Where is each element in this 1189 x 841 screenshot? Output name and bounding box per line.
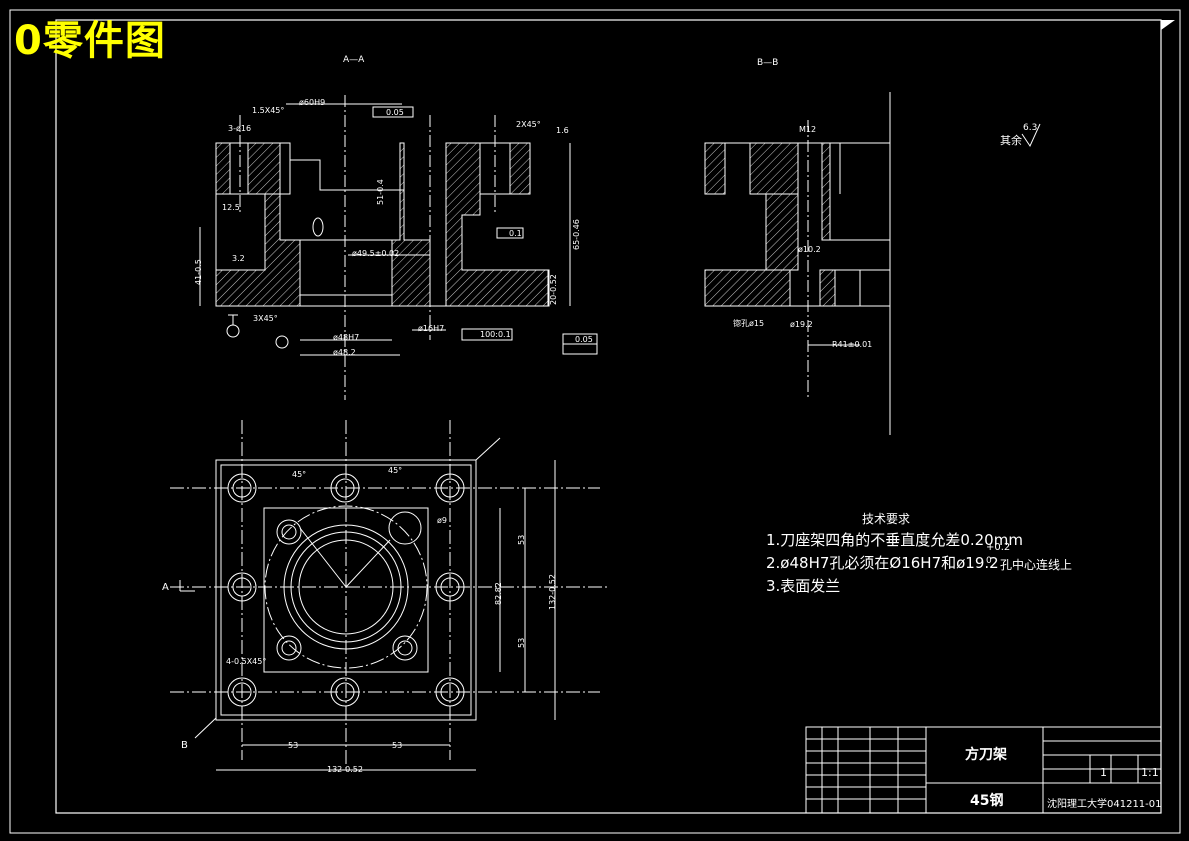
title-block (805, 726, 1162, 814)
title-block-material: 45钢 (970, 793, 1004, 809)
ra-3-2: 3.2 (232, 254, 245, 263)
tech-requirement-2: 2.ø48H7孔必须在Ø16H7和ø19.2 (766, 554, 999, 572)
ra-12-5: 12.5 (222, 203, 240, 212)
dim-height-53-bottom: 53 (517, 637, 526, 648)
dim-parallel: 0.05 (575, 335, 593, 344)
roughness-rest-value: 6.3 (1023, 123, 1038, 133)
dim-width-132: 132-0.52 (327, 765, 363, 774)
dim-d49-5: ø49.5±0.02 (352, 249, 400, 258)
roughness-rest-label: 其余 (1000, 134, 1022, 147)
dim-height-41: 41-0.5 (194, 259, 203, 285)
dim-d16h7: ø16H7 (418, 324, 445, 333)
title-block-scale: 1:1 (1141, 766, 1159, 779)
tech-requirement-2-tol-upper: +0.2 (986, 542, 1011, 553)
ra-1-6: 1.6 (556, 126, 569, 135)
dim-angle-45-left: 45° (292, 470, 307, 479)
dim-chamfer-3: 3X45° (253, 314, 278, 323)
section-aa-view (199, 95, 598, 400)
plan-section-label-a: A (162, 582, 169, 593)
dim-r41: R41±0.01 (832, 340, 873, 349)
dim-d60h9: ø60H9 (299, 98, 326, 107)
dim-m12: M12 (799, 125, 817, 134)
inner-border (55, 19, 1162, 814)
dim-chamfer-2: 2X45° (516, 120, 541, 129)
dim-width-53-left: 53 (288, 741, 299, 750)
dim-holes-3xd16: 3-ø16 (228, 124, 252, 133)
title-block-part-name: 方刀架 (965, 747, 1007, 763)
dim-height-20: 20-0.52 (549, 274, 558, 305)
tech-requirement-1: 1.刀座架四角的不垂直度允差0.20mm (766, 531, 1023, 549)
dim-d48-2: ø48.2 (333, 348, 356, 357)
roughness-symbol (1021, 123, 1041, 148)
dim-chamfer-4: 4-0.5X45° (226, 657, 267, 666)
dim-width-53-right: 53 (392, 741, 403, 750)
outer-border (9, 9, 1181, 834)
dim-chamfer-1-5: 1.5X45° (252, 106, 285, 115)
title-block-drawing-number: 沈阳理工大学041211-01 (1047, 799, 1162, 810)
dim-height-51: 51-0.4 (376, 179, 385, 205)
dim-d10-2: ø10.2 (798, 245, 821, 254)
section-bb-label: B—B (757, 58, 779, 68)
sheet-title: 0零件图 (14, 18, 166, 64)
dim-height-132: 132-0.52 (548, 574, 557, 610)
dim-perpendicularity: 100:0.1 (480, 330, 511, 339)
dim-height-53-top: 53 (517, 534, 526, 545)
tech-requirement-2-tol-lower: 0 (986, 556, 992, 566)
dim-d9: ø9 (437, 516, 447, 525)
dim-angle-45-right: 45° (388, 466, 403, 475)
plan-view (170, 420, 610, 771)
plan-section-label-b: B (181, 740, 188, 751)
dim-d48h7: ø48H7 (333, 333, 360, 342)
dim-height-82: 82.82 (494, 582, 503, 605)
tech-requirement-2-tail: 孔中心连线上 (1000, 558, 1073, 572)
corner-mark (1161, 20, 1175, 30)
tech-requirement-3: 3.表面发兰 (766, 577, 841, 595)
dim-d19-2: ø19.2 (790, 320, 813, 329)
dim-flatness: 0.1 (509, 229, 522, 238)
dim-counterbore: 锪孔ø15 (733, 319, 765, 328)
dim-runout: 0.05 (386, 108, 404, 117)
section-bb-view (704, 92, 891, 435)
section-aa-label: A—A (343, 55, 365, 65)
dim-height-65: 65-0.46 (572, 219, 581, 250)
tech-requirements-title: 技术要求 (862, 512, 911, 526)
title-block-quantity: 1 (1100, 766, 1107, 779)
